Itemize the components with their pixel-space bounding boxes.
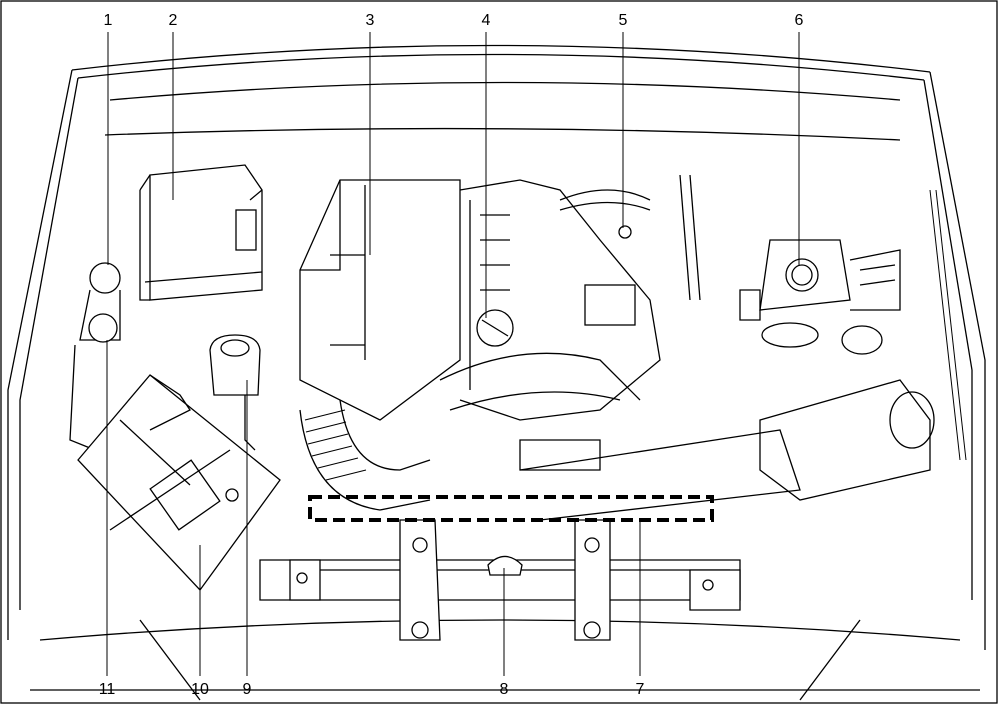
callout-2: 2 [169,12,178,29]
leader-lines [106,32,800,676]
oil-filler-cap [476,309,514,347]
engine-block [439,179,661,471]
callout-9: 9 [243,681,252,698]
callout-8: 8 [500,681,509,698]
callout-3: 3 [366,12,375,29]
callout-6: 6 [795,12,804,29]
callout-10: 10 [191,681,209,698]
intake-hose [299,399,431,511]
throttle-hoses [559,174,701,301]
brake-reservoir [739,239,901,355]
callout-5: 5 [619,12,628,29]
callout-11: 11 [99,681,116,698]
hidden-component-outline [308,495,714,522]
radiator-cap [487,555,523,576]
mount-brackets [289,519,741,641]
callout-7: 7 [636,681,645,698]
front-crossmember [30,559,980,701]
exhaust-pipe [519,379,935,521]
air-cleaner [299,179,461,421]
hood-outline [7,44,986,650]
callout-4: 4 [482,12,491,29]
callout-1: 1 [104,12,113,29]
relay-box [139,164,263,301]
battery [77,374,281,592]
